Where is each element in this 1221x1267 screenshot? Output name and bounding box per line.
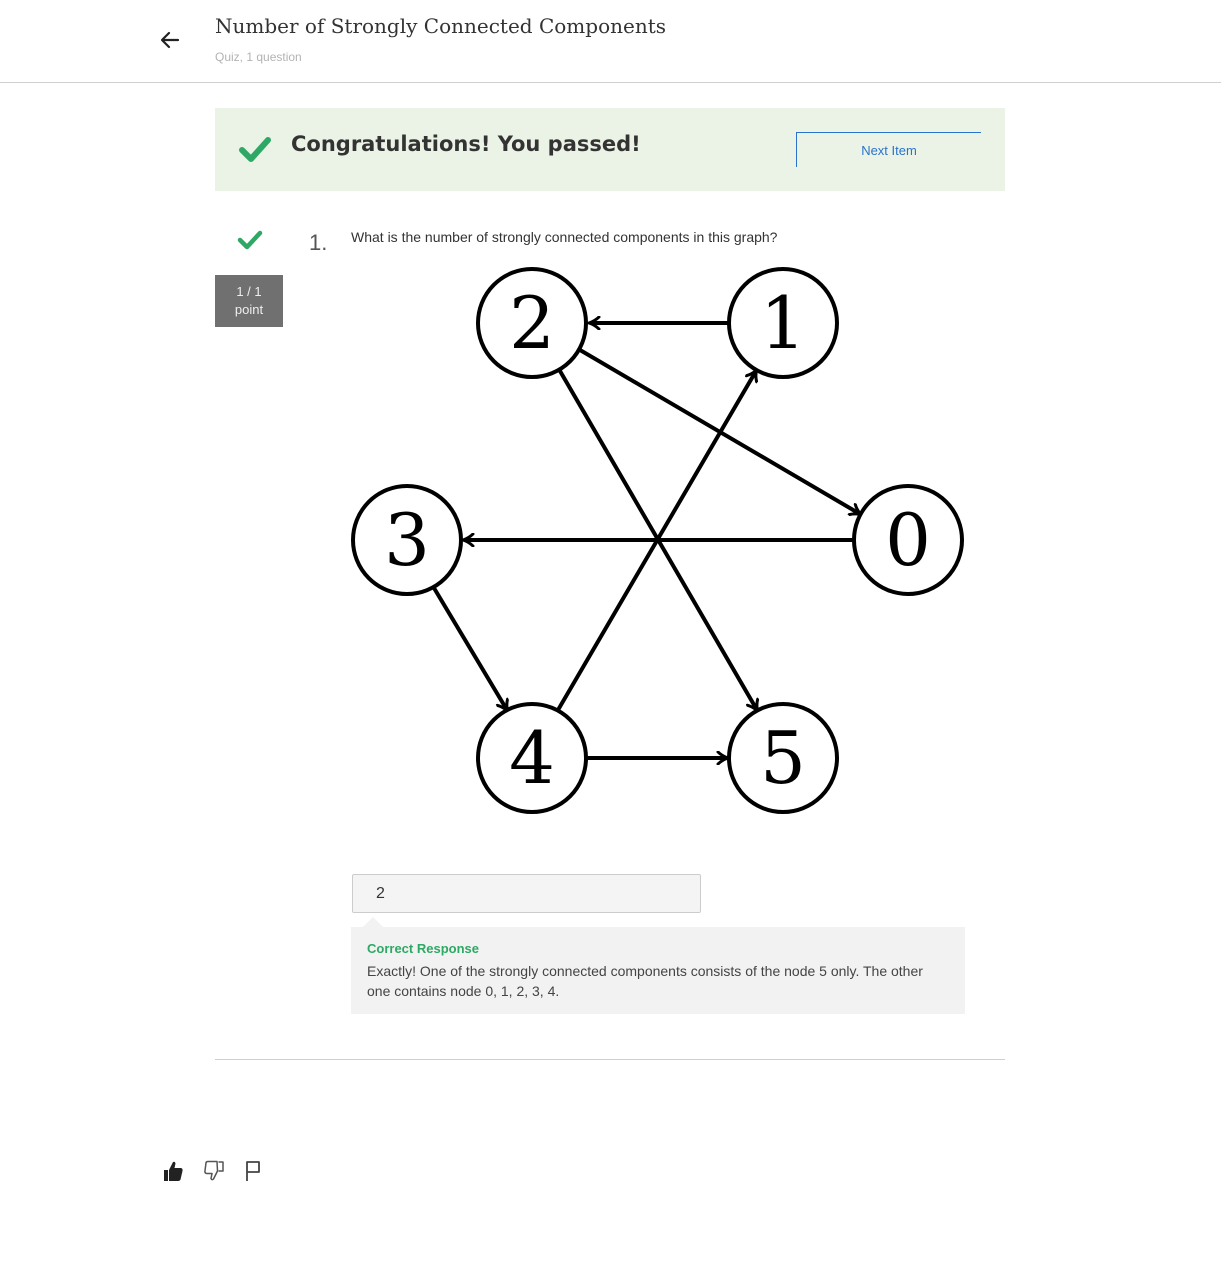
question-number: 1.: [309, 230, 328, 255]
graph-figure: 2 1 3 0 4 5: [351, 267, 964, 814]
checkmark-icon: [239, 137, 271, 162]
points-value: 1 / 1: [236, 284, 262, 299]
feedback-box: Correct Response Exactly! One of the str…: [351, 927, 965, 1014]
flag-button[interactable]: [241, 1158, 265, 1184]
thumbs-down-icon: [204, 1160, 224, 1181]
question-correct-checkmark-icon: [237, 230, 263, 250]
svg-text:3: 3: [384, 498, 430, 582]
node-4: 4: [476, 702, 588, 814]
node-1: 1: [727, 267, 839, 379]
answer-input[interactable]: [352, 874, 701, 913]
node-2: 2: [476, 267, 588, 379]
question-text: What is the number of strongly connected…: [351, 229, 778, 245]
node-5: 5: [727, 702, 839, 814]
svg-text:4: 4: [509, 716, 555, 800]
passed-banner: Congratulations! You passed! Next Item: [215, 108, 1005, 191]
svg-text:0: 0: [885, 498, 931, 582]
like-button[interactable]: [161, 1158, 185, 1184]
passed-message: Congratulations! You passed!: [291, 132, 641, 156]
points-unit: point: [234, 302, 264, 317]
node-3: 3: [351, 484, 463, 596]
edge-3-4: [432, 586, 507, 710]
dislike-button[interactable]: [202, 1158, 226, 1184]
page-title: Number of Strongly Connected Components: [215, 14, 667, 38]
feedback-pointer: [363, 917, 383, 927]
page-subtitle: Quiz, 1 question: [215, 50, 302, 64]
flag-icon: [246, 1161, 260, 1181]
thumbs-up-icon: [164, 1161, 183, 1181]
page-header: Number of Strongly Connected Components …: [0, 0, 1221, 83]
node-0: 0: [852, 484, 964, 596]
next-item-button[interactable]: Next Item: [796, 132, 981, 167]
feedback-text: Exactly! One of the strongly connected c…: [367, 963, 923, 999]
feedback-title: Correct Response: [367, 941, 479, 956]
arrow-left-icon: [160, 31, 180, 49]
graph-edges: [432, 323, 860, 758]
svg-text:1: 1: [760, 281, 806, 365]
svg-text:5: 5: [760, 716, 806, 800]
graph-nodes: 2 1 3 0 4 5: [351, 267, 964, 814]
back-button[interactable]: [155, 25, 185, 55]
edge-4-1: [556, 371, 756, 712]
points-badge: 1 / 1 point: [215, 275, 283, 327]
svg-text:2: 2: [509, 281, 555, 365]
section-divider: [215, 1059, 1005, 1060]
